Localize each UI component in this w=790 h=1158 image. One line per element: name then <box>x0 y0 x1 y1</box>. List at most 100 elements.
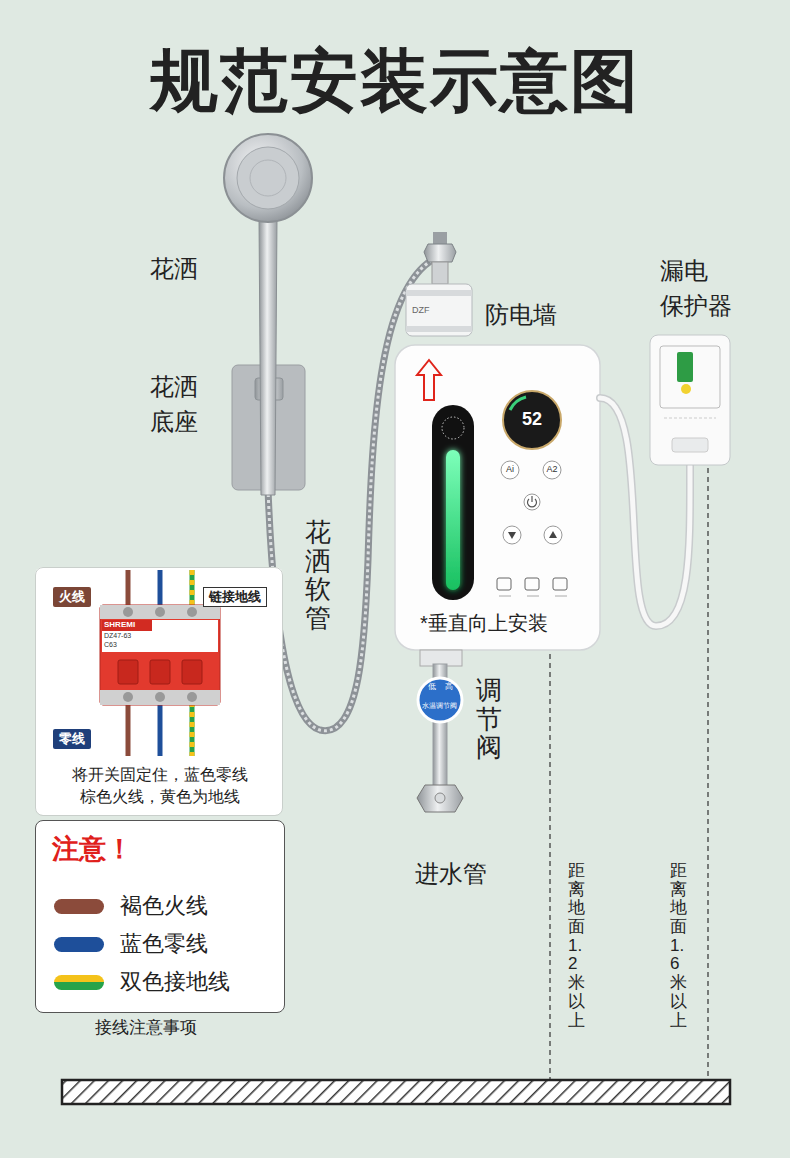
water-heater <box>528 496 537 507</box>
outlet-connector <box>424 232 456 284</box>
leakage-protector <box>664 418 716 419</box>
outlet-connector <box>433 232 447 244</box>
circuit-breaker <box>155 607 165 617</box>
water-heater <box>553 578 567 590</box>
water-heater <box>549 531 557 538</box>
device-marking: DZ47-63 <box>104 632 131 640</box>
legend: 褐色火线蓝色零线双色接地线 <box>54 891 230 1005</box>
shower-head <box>224 134 312 222</box>
anti-shock-wall <box>406 290 472 296</box>
height-guide-line <box>550 468 708 1080</box>
circuit-breaker <box>102 620 152 631</box>
part-label: 漏电 保护器 <box>660 254 734 324</box>
circuit-breaker <box>123 692 133 702</box>
anti-shock-wall <box>406 326 472 332</box>
leakage-protector <box>650 335 730 465</box>
water-heater <box>395 345 600 650</box>
legend-swatch <box>54 937 104 952</box>
water-heater <box>395 345 600 650</box>
device-marking: DZF <box>412 305 430 316</box>
water-heater <box>501 461 519 479</box>
circuit-breaker <box>100 605 220 705</box>
water-heater <box>432 405 474 600</box>
wire-tag: 零线 <box>53 729 91 749</box>
button-label: A2 <box>543 464 561 475</box>
shower-handle <box>259 218 277 495</box>
anti-shock-wall <box>406 284 472 336</box>
water-heater <box>503 526 521 544</box>
dimension-label: 距离地面1.6米以上 <box>670 862 687 1030</box>
water-heater <box>527 596 539 597</box>
device-marking: SHREMI <box>104 620 135 630</box>
water-heater <box>499 596 511 597</box>
valve-marking: 高 <box>445 682 453 692</box>
button-label: Ai <box>501 464 519 475</box>
valve-marking: 水温调节阀 <box>422 702 457 710</box>
height-guide-line <box>707 468 708 1080</box>
legend-text: 双色接地线 <box>120 969 230 995</box>
leakage-protector <box>672 438 708 452</box>
water-heater <box>508 532 516 539</box>
breaker-wires <box>158 570 163 608</box>
panel-fill <box>35 567 283 815</box>
device-marking: C63 <box>104 641 117 649</box>
dimension-label: 距离地面1.2米以上 <box>568 862 585 1030</box>
node-text: 链接地线 <box>209 589 261 605</box>
circuit-breaker <box>123 607 133 617</box>
part-label: 花洒 底座 <box>150 370 205 440</box>
water-heater <box>525 578 539 590</box>
display-reading: 52 <box>512 409 552 431</box>
floor <box>62 1080 730 1104</box>
height-guide-line <box>549 654 550 1080</box>
circuit-breaker <box>182 660 202 684</box>
inlet-fitting <box>417 650 463 812</box>
leakage-protector <box>677 352 693 382</box>
water-heater <box>503 391 561 449</box>
valve-marking: 低 <box>428 682 436 692</box>
notice-box: 注意！ 褐色火线蓝色零线双色接地线 <box>35 820 285 1013</box>
circuit-breaker <box>155 692 165 702</box>
part-label: 进水管 <box>415 860 487 889</box>
inlet-fitting <box>418 678 462 722</box>
shower-head <box>224 134 312 222</box>
water-heater <box>510 397 526 410</box>
legend-swatch <box>54 975 104 990</box>
circuit-breaker <box>100 690 220 705</box>
water-heater <box>417 360 441 400</box>
legend-swatch <box>54 899 104 914</box>
node-text: 零线 <box>59 731 85 747</box>
part-label: 花洒 <box>150 255 198 284</box>
outlet-connector <box>432 262 448 284</box>
inlet-fitting <box>435 793 445 803</box>
part-label: 防电墙 <box>485 301 557 330</box>
breaker-wires <box>158 702 163 756</box>
node-text: 注意！ <box>52 833 133 865</box>
breaker-wires <box>190 570 195 608</box>
inlet-fitting <box>417 785 463 812</box>
circuit-breaker <box>100 605 220 619</box>
anti-shock-wall <box>406 284 472 336</box>
diagram-title: 规范安装示意图 <box>0 40 790 122</box>
circuit-breaker <box>102 620 218 652</box>
breaker-wires <box>190 570 195 608</box>
breaker-wires <box>126 702 131 756</box>
water-heater <box>442 417 464 439</box>
shower-handle <box>259 218 277 495</box>
legend-text: 褐色火线 <box>120 893 208 919</box>
water-heater <box>524 494 540 510</box>
water-heater <box>497 578 511 590</box>
breaker-wires <box>126 570 131 608</box>
leakage-protector <box>660 346 720 408</box>
breaker-wires <box>190 702 195 756</box>
leakage-protector <box>650 335 730 465</box>
water-heater <box>446 450 460 590</box>
water-heater <box>543 461 561 479</box>
circuit-breaker <box>100 605 220 705</box>
wiring-panel: 将开关固定住，蓝色零线棕色火线，黄色为地线火线链接地线零线 <box>35 567 283 816</box>
breaker-wires <box>190 702 195 756</box>
water-heater <box>555 596 567 597</box>
install-note: *垂直向上安装 <box>420 611 548 635</box>
circuit-breaker <box>187 692 197 702</box>
